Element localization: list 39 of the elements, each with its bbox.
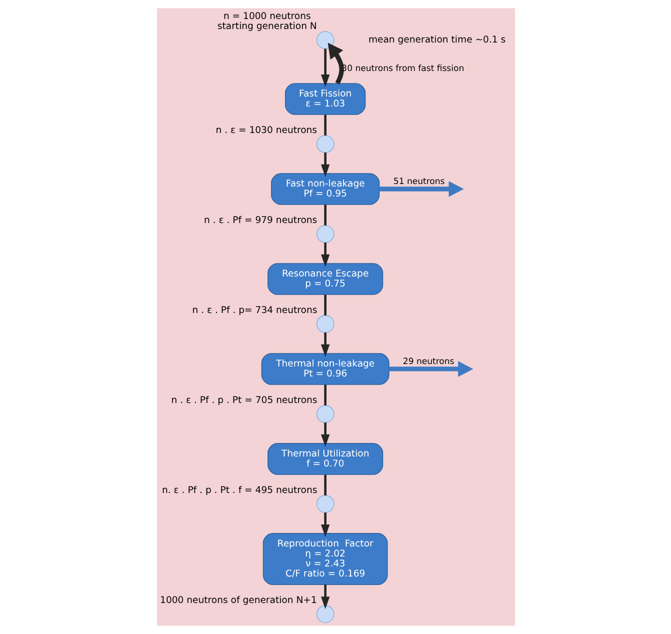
connector: [324, 384, 326, 406]
node-label: n . ε . Pf = 979 neutrons: [204, 214, 317, 226]
node-label: starting generation N: [216, 20, 316, 32]
node-box: Resonance Escape p = 0.75: [267, 263, 383, 295]
label: mean generation time ~0.1 s: [368, 34, 506, 46]
node-circle: [316, 405, 334, 423]
node-circle: [316, 315, 334, 333]
node-label: n . ε = 1030 neutrons: [215, 124, 317, 136]
edge-label: 51 neutrons: [392, 177, 444, 188]
node-box: Fast non-leakage Pf = 0.95: [270, 173, 380, 205]
connector: [324, 294, 326, 316]
node-circle: [316, 605, 334, 624]
arrow: [320, 48, 330, 87]
node-circle: [316, 495, 334, 513]
arrow: [378, 181, 464, 197]
arrow: [320, 584, 330, 609]
connector: [324, 204, 326, 226]
edge-label: 29 neutrons: [402, 357, 454, 368]
node-box: Thermal non-leakage Pt = 0.96: [260, 353, 389, 385]
node-circle: [316, 31, 334, 49]
node-label: n . ε . Pf . p . Pt = 705 neutrons: [170, 394, 317, 406]
node-label: n . ε . Pf . p= 734 neutrons: [192, 304, 317, 316]
node-label: n = 1000 neutrons: [222, 10, 310, 22]
connector: [324, 114, 326, 136]
node-label: 1000 neutrons of generation N+1: [160, 594, 316, 606]
node-box: Thermal Utilization f = 0.70: [267, 443, 383, 475]
arrow: [320, 422, 330, 447]
arrow: [320, 512, 330, 537]
node-box: Reproduction Factor η = 2.02 ν = 2.43 C/F ratio = 0.169: [262, 533, 388, 586]
node-box: Fast Fission ε = 1.03: [284, 83, 366, 115]
arrow: [320, 242, 330, 267]
arrow: [320, 152, 330, 177]
node-circle: [316, 225, 334, 243]
arrow: [327, 42, 344, 84]
connector: [324, 474, 326, 496]
arrow: [388, 361, 473, 377]
node-label: n. ε . Pf . p . Pt . f = 495 neutrons: [162, 484, 317, 496]
arrow: [320, 332, 330, 357]
node-circle: [316, 135, 334, 153]
